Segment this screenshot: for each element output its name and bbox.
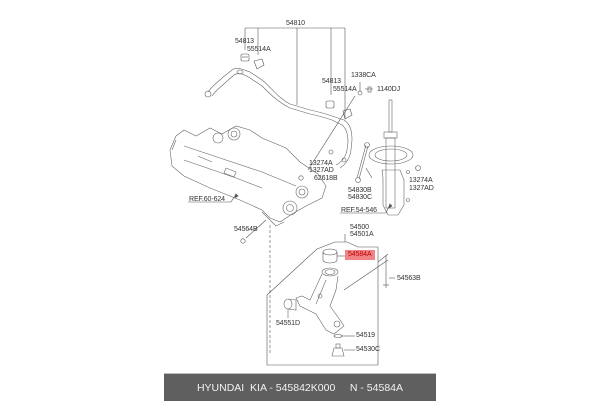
stabilizer-bar	[204, 68, 353, 169]
banner-spacer	[335, 382, 350, 394]
nut-62618B	[298, 175, 304, 181]
callout-54530C: 54530C	[356, 346, 380, 353]
callout-54830B: 54830B	[348, 187, 372, 194]
leader-54810	[244, 27, 346, 118]
bracket-55514A-lower	[342, 108, 353, 120]
callout-54830C: 54830C	[348, 194, 372, 201]
oem-reference-number: N - 54584A	[349, 381, 404, 394]
lower-arm-box	[266, 234, 379, 366]
bushing-54813-lower	[325, 100, 335, 109]
strut-assembly	[368, 99, 414, 216]
callout-54810: 54810	[286, 20, 305, 27]
callout-1140DJ: 1140DJ	[377, 86, 401, 93]
callout-62618B: 62618B	[314, 175, 338, 182]
nut-13274A-right	[415, 165, 421, 171]
bracket-55514A-upper	[253, 58, 265, 70]
part-number-banner: HYUNDAI KIA - 545842K000 N - 54584A	[164, 373, 436, 401]
callout-13274A-right: 13274A	[409, 177, 433, 184]
callout-1327AD-left: 1327AD	[309, 167, 334, 174]
bolt-54563B	[343, 253, 395, 291]
callout-54519: 54519	[356, 332, 375, 339]
callout-54501A: 54501A	[350, 231, 374, 238]
stabilizer-link	[355, 142, 370, 183]
callout-54813-upper: 54813	[235, 38, 254, 45]
callout-55514A-lower: 55514A	[333, 86, 357, 93]
callout-13274A-left: 13274A	[309, 160, 333, 167]
callout-54563B: 54563B	[397, 275, 421, 282]
callout-54584A-highlighted: 54584A	[345, 250, 375, 260]
callout-54551D: 54551D	[276, 320, 300, 327]
callout-54564B: 54564B	[234, 226, 258, 233]
ball-joint-54530C	[331, 343, 355, 357]
callout-54813-lower: 54813	[322, 78, 341, 85]
callout-55514A-upper: 55514A	[247, 46, 271, 53]
bushing-54584A	[322, 248, 345, 264]
callout-1327AD-right: 1327AD	[409, 185, 434, 192]
bushing-54551D	[283, 298, 297, 318]
bushing-54813-upper	[240, 53, 250, 62]
ref-60-624: REF.60-624	[189, 196, 225, 203]
lower-control-arm	[295, 267, 345, 335]
nut-13274A-left	[341, 157, 347, 163]
ref-54-546: REF.54-546	[341, 207, 377, 214]
callout-54500: 54500	[350, 224, 369, 231]
brand-part-number: HYUNDAI KIA - 545842K000	[196, 381, 336, 394]
callout-1338CA: 1338CA	[351, 72, 376, 79]
subframe	[169, 125, 327, 227]
